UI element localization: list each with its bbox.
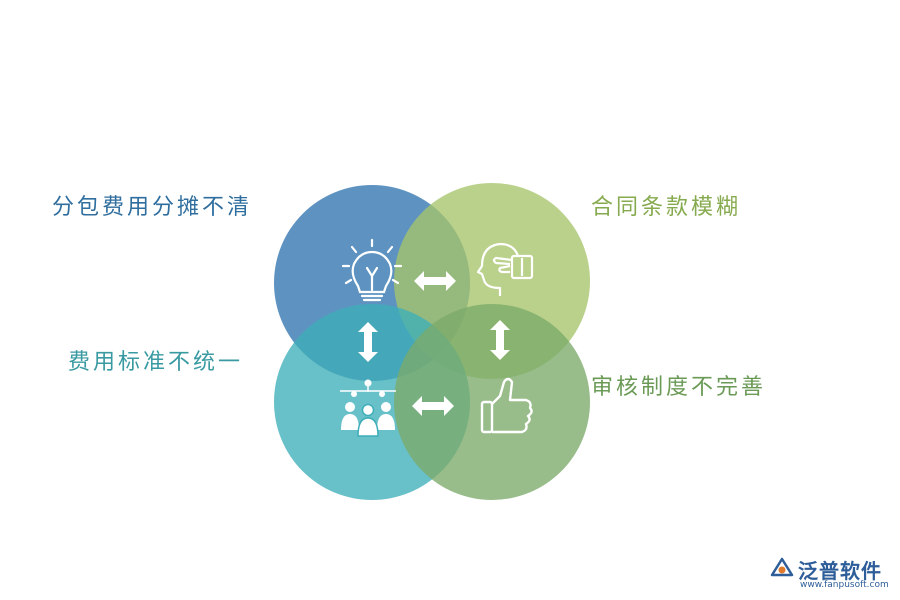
double-arrow-vertical-icon [358, 322, 378, 362]
logo-mark-icon [770, 557, 794, 577]
label-bottom-left: 费用标准不统一 [68, 350, 244, 375]
label-top-right: 合同条款模糊 [591, 195, 742, 220]
thumbs-up-icon [480, 377, 533, 434]
lightbulb-icon [341, 238, 403, 302]
label-bottom-right: 审核制度不完善 [591, 375, 767, 400]
double-arrow-vertical-icon [490, 320, 510, 360]
logo-url: www.fanpusoft.com [800, 580, 889, 590]
brand-logo: 泛普软件 www.fanpusoft.com [768, 555, 892, 595]
logo-name: 泛普软件 [798, 559, 882, 583]
team-network-icon [340, 379, 396, 437]
head-hand-icon [476, 242, 534, 296]
double-arrow-horizontal-icon [414, 271, 456, 291]
label-top-left: 分包费用分摊不清 [52, 195, 253, 220]
double-arrow-horizontal-icon [412, 396, 454, 416]
